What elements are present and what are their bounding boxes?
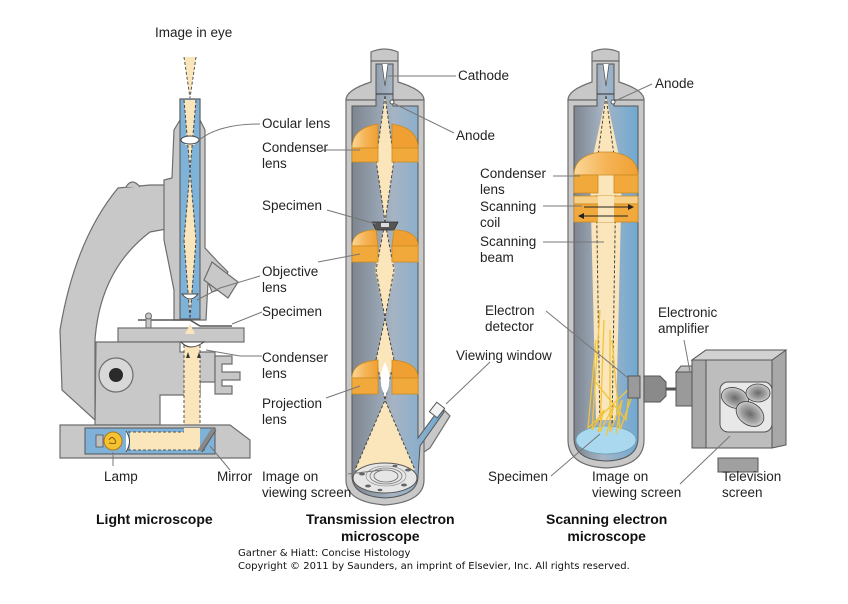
label-television-screen: Television screen bbox=[722, 469, 782, 500]
condenser-lens-shape bbox=[179, 341, 206, 348]
label-scanning-beam: Scanning beam bbox=[480, 234, 537, 265]
label-scanning-coil: Scanning coil bbox=[480, 199, 537, 230]
light-microscope bbox=[59, 56, 263, 471]
mirror-shape bbox=[197, 427, 217, 453]
tem-cathode-housing bbox=[370, 48, 399, 62]
sem-detector-port bbox=[643, 375, 667, 403]
label-anode-tem: Anode bbox=[456, 128, 496, 143]
label-objective-lens: Objective lens bbox=[262, 264, 319, 295]
condenser-holder bbox=[214, 355, 241, 395]
tem-leader-lines bbox=[317, 75, 491, 475]
title-transmission-electron-microscope: Transmission electron microscope bbox=[306, 511, 455, 544]
label-cathode: Cathode bbox=[458, 68, 510, 83]
title-scanning-electron-microscope: Scanning electron microscope bbox=[546, 511, 668, 544]
eye-light-cone bbox=[184, 57, 196, 98]
label-electron-detector: Electron detector bbox=[485, 303, 535, 334]
illumination-path-vertical bbox=[184, 342, 200, 442]
lamp-bulb bbox=[103, 431, 123, 451]
credit-source: Gartner & Hiatt: Concise Histology bbox=[238, 548, 411, 559]
sem-electron-detector bbox=[627, 375, 641, 399]
title-light-microscope: Light microscope bbox=[96, 511, 213, 527]
objective-turret bbox=[203, 261, 239, 299]
sem-anode bbox=[610, 99, 616, 105]
tem-viewing-window bbox=[428, 401, 446, 419]
label-mirror: Mirror bbox=[217, 469, 253, 484]
credit-copyright: Copyright © 2011 by Saunders, an imprint… bbox=[238, 561, 630, 572]
label-specimen-light: Specimen bbox=[262, 304, 323, 319]
stage-clip bbox=[138, 319, 232, 327]
label-electronic-amplifier: Electronic amplifier bbox=[658, 305, 718, 336]
label-projection-lens: Projection lens bbox=[262, 396, 323, 427]
tem-objective-lens bbox=[351, 229, 419, 263]
label-image-in-eye: Image in eye bbox=[155, 25, 233, 40]
label-viewing-window: Viewing window bbox=[456, 348, 552, 363]
sem-scanning-coil bbox=[573, 195, 639, 223]
objective-lens-shape bbox=[180, 293, 200, 300]
transmission-electron-microscope bbox=[317, 48, 491, 506]
tem-condenser-lens bbox=[351, 123, 419, 163]
label-specimen-tem: Specimen bbox=[262, 198, 323, 213]
label-image-on-viewing-screen-tem: Image on viewing screen bbox=[262, 469, 352, 500]
label-lamp: Lamp bbox=[104, 469, 138, 484]
label-specimen-sem: Specimen bbox=[488, 469, 549, 484]
lamp-lens bbox=[125, 430, 130, 453]
label-condenser-lens-sem: Condenser lens bbox=[480, 166, 547, 197]
sem-specimen bbox=[575, 425, 637, 455]
light-leader-lines bbox=[112, 123, 263, 471]
label-image-on-viewing-screen-sem: Image on viewing screen bbox=[592, 469, 682, 500]
sem-leader-lines bbox=[543, 83, 731, 485]
sem-beam-scatter bbox=[587, 309, 633, 437]
label-ocular-lens: Ocular lens bbox=[262, 116, 331, 131]
sem-cathode-housing bbox=[591, 48, 620, 62]
label-condenser-lens-tem: Condenser lens bbox=[262, 140, 329, 171]
label-condenser-lens-light: Condenser lens bbox=[262, 350, 329, 381]
label-anode-sem: Anode bbox=[655, 76, 695, 91]
tem-projection-lens bbox=[351, 359, 419, 396]
tem-viewing-screen bbox=[352, 462, 418, 494]
television-monitor bbox=[690, 349, 788, 473]
scanning-electron-microscope bbox=[543, 48, 788, 485]
sem-condenser-lens bbox=[573, 151, 639, 194]
microscope-stage bbox=[117, 327, 245, 343]
